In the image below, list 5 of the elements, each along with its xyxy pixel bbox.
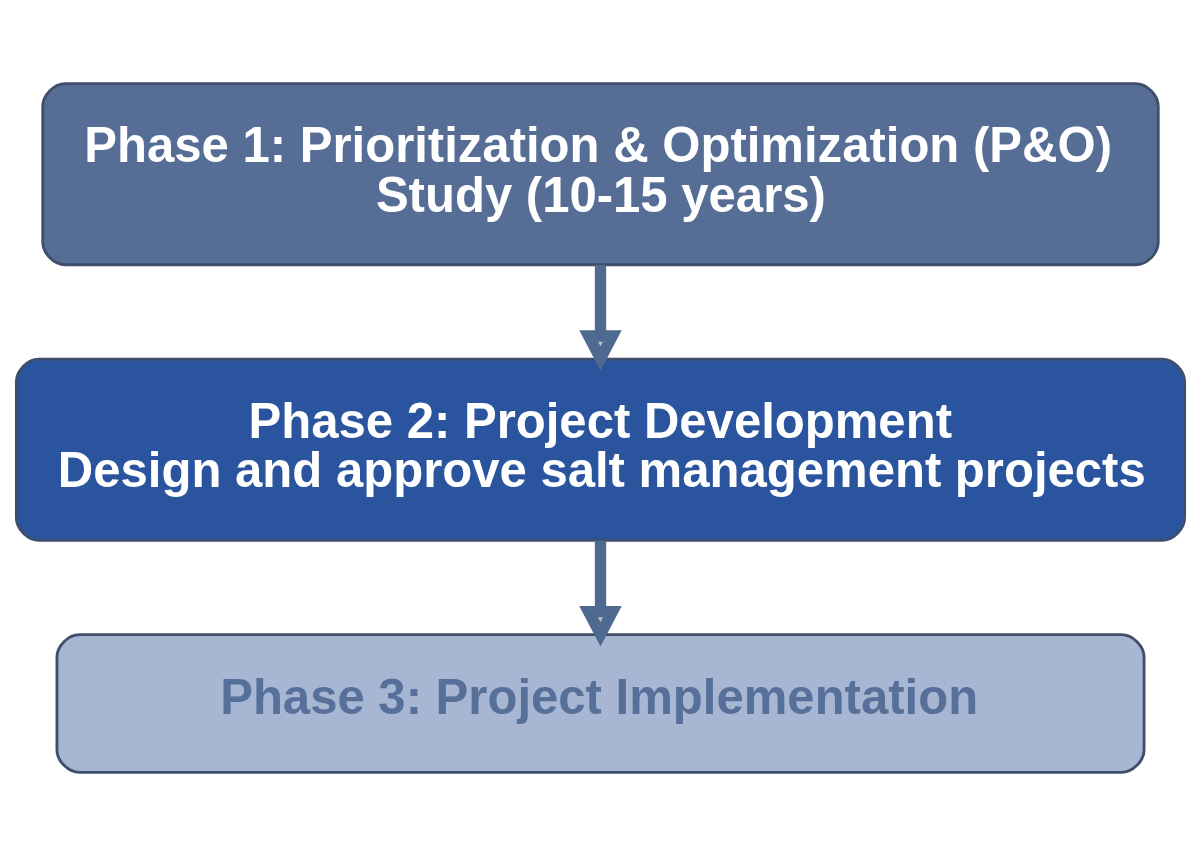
node-box: Phase 3: Project Implementation bbox=[55, 633, 1146, 774]
arrow bbox=[579, 265, 622, 371]
arrow bbox=[579, 540, 622, 647]
node-box: Phase 2: Project Development Design and approve salt management projects bbox=[14, 357, 1187, 542]
node-box: Phase 1: Prioritization & Optimization (P&O) Study (10-15 years) bbox=[41, 82, 1160, 267]
